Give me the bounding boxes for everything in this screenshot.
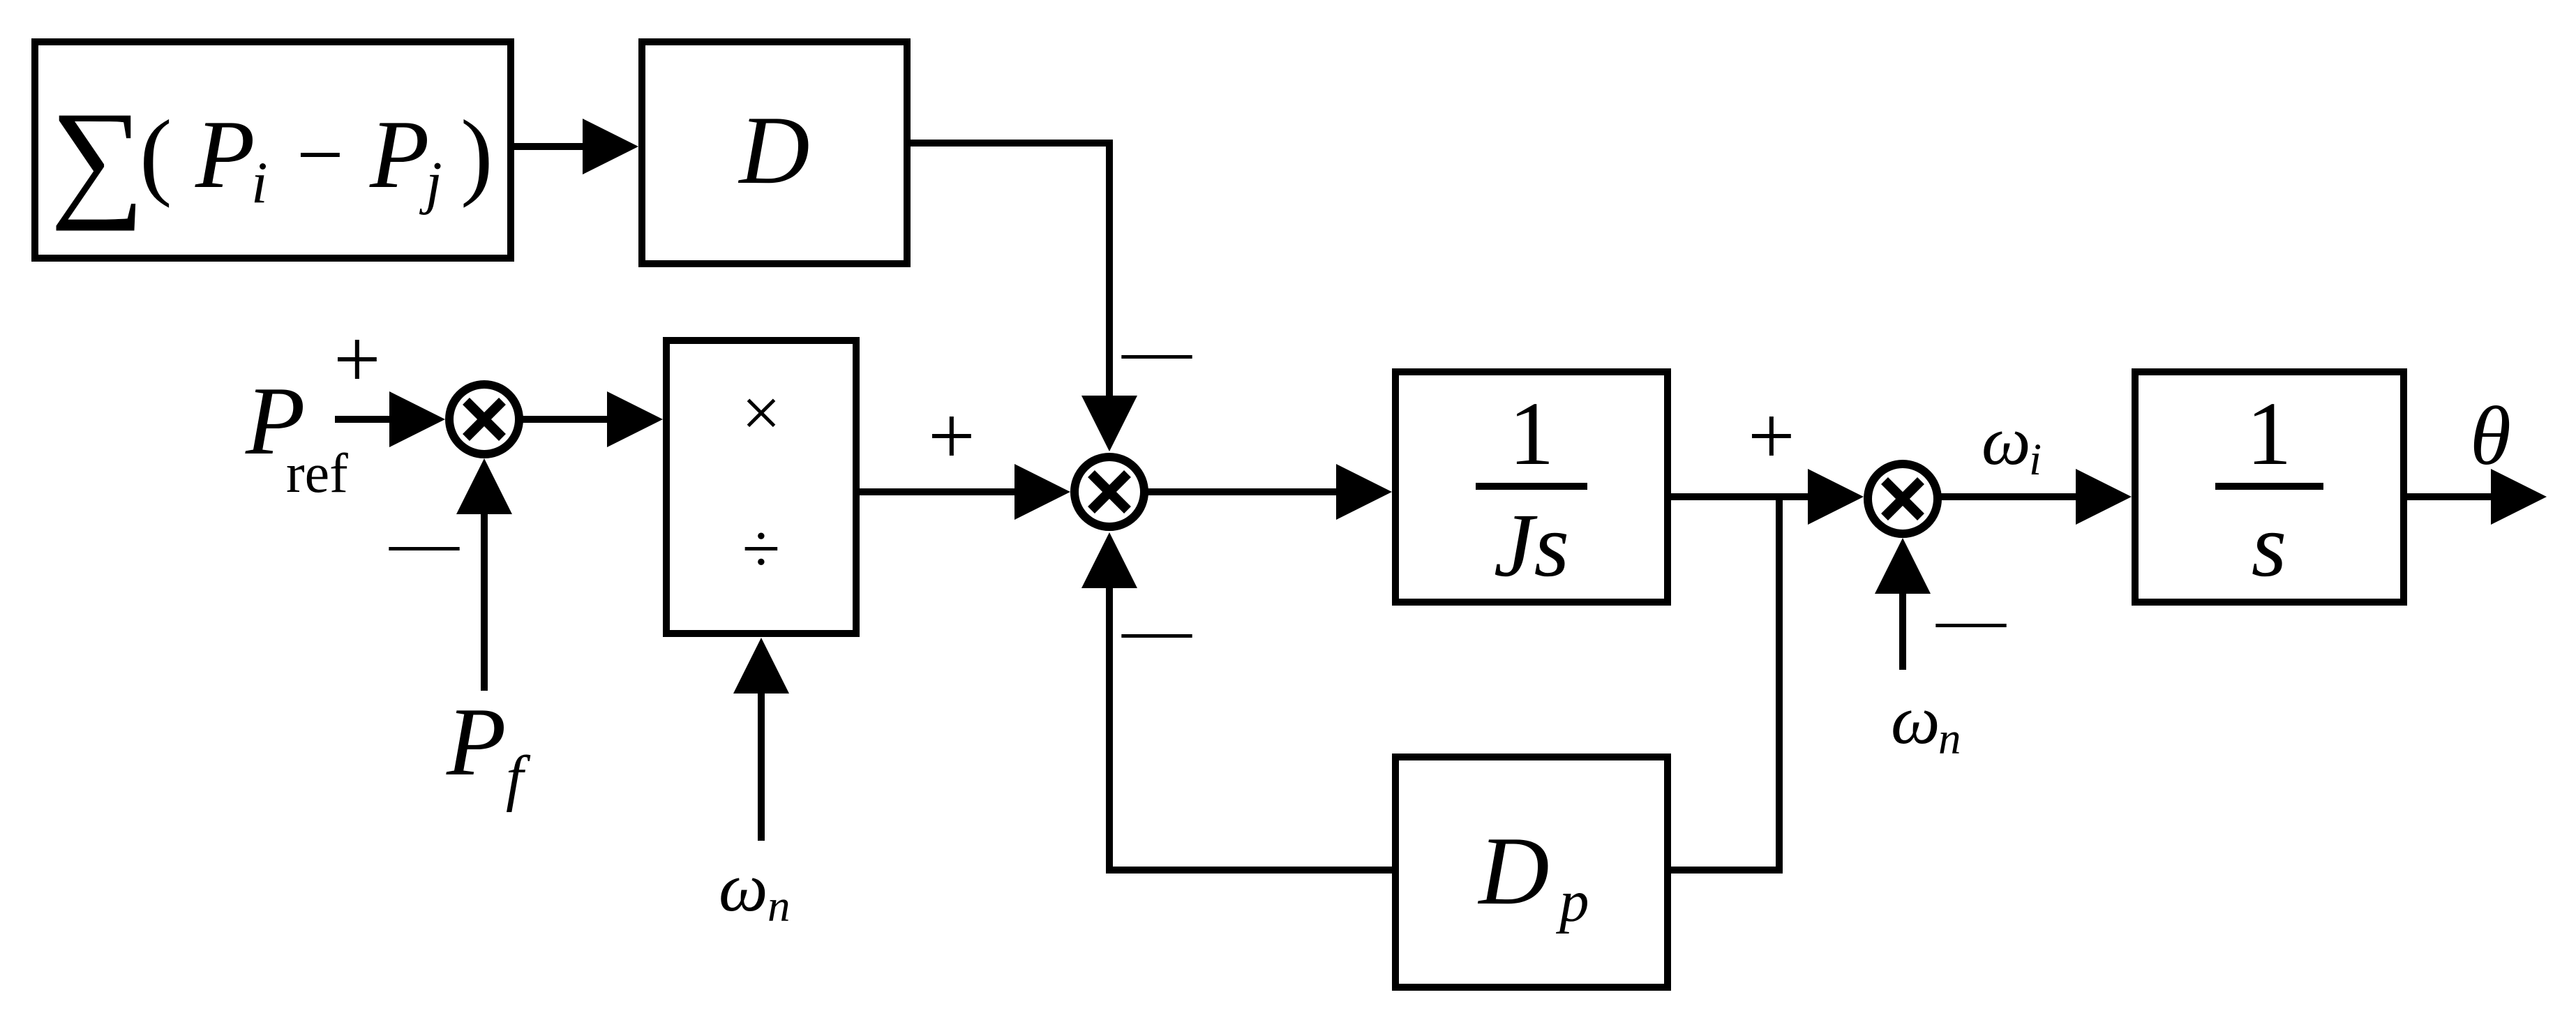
- junction1-plus-sign: +: [334, 313, 381, 405]
- inertia-numerator: 1: [1509, 384, 1555, 484]
- omega-i-sub: i: [2029, 435, 2042, 485]
- p-ref-base: P: [245, 367, 306, 475]
- close-paren: ): [460, 100, 493, 209]
- p-ref-label: P ref: [245, 367, 348, 504]
- junction2-minus-top-sign: —: [1121, 311, 1192, 389]
- d-gain-label: D: [737, 96, 809, 204]
- damping-block: D p: [1392, 754, 1671, 991]
- integrator-block: 1 s: [2132, 368, 2407, 606]
- junction2-minus-bottom-sign: —: [1121, 590, 1192, 668]
- inertia-denominator: Js: [1494, 495, 1569, 596]
- sigma-symbol: ∑: [50, 85, 144, 232]
- junction3-minus-sign: —: [1935, 580, 2007, 657]
- p-ref-sub: ref: [286, 443, 348, 504]
- p-j-base: P: [369, 100, 430, 209]
- wire-damping-to-junction2: [1081, 532, 1395, 874]
- summing-junction-2: [1070, 453, 1148, 531]
- omega-n-muldiv-label: ω n: [719, 848, 791, 931]
- junction3-plus-sign: +: [1748, 389, 1795, 482]
- summing-junction-1: [445, 380, 523, 458]
- omega-n-junction3-sub: n: [1938, 714, 1961, 764]
- integrator-numerator: 1: [2247, 384, 2292, 484]
- junction2-plus-sign: +: [928, 389, 975, 482]
- multiply-divide-block: × ÷: [663, 337, 860, 637]
- omega-n-muldiv-base: ω: [719, 848, 768, 926]
- omega-n-muldiv-sub: n: [767, 881, 791, 931]
- p-f-label: P f: [446, 688, 531, 813]
- junction1-minus-sign: —: [389, 503, 460, 580]
- inertia-block: 1 Js: [1392, 368, 1671, 606]
- d-gain-block: D: [638, 38, 911, 267]
- summing-junction-3: [1864, 460, 1942, 538]
- wire-feedback-to-damping: [1668, 497, 1783, 874]
- omega-n-junction3-base: ω: [1891, 681, 1940, 758]
- open-paren: (: [140, 100, 172, 209]
- omega-n-junction3-label: ω n: [1891, 681, 1961, 764]
- damping-sub: p: [1556, 869, 1589, 934]
- omega-i-base: ω: [1982, 402, 2031, 479]
- p-f-base: P: [446, 688, 507, 796]
- minus-sign: −: [297, 108, 344, 201]
- divide-symbol: ÷: [742, 510, 781, 587]
- p-f-sub: f: [506, 744, 531, 813]
- multiply-symbol: ×: [742, 374, 781, 451]
- integrator-denominator: s: [2252, 495, 2287, 596]
- omega-i-label: ω i: [1982, 402, 2042, 485]
- p-i-sub: i: [251, 150, 268, 216]
- theta-label: θ: [2470, 389, 2511, 482]
- sum-power-difference-block: ∑ ( P i − P j ): [31, 38, 514, 262]
- wire-d-to-junction2: [907, 140, 1137, 451]
- damping-label: D: [1477, 817, 1549, 925]
- p-i-base: P: [195, 100, 255, 209]
